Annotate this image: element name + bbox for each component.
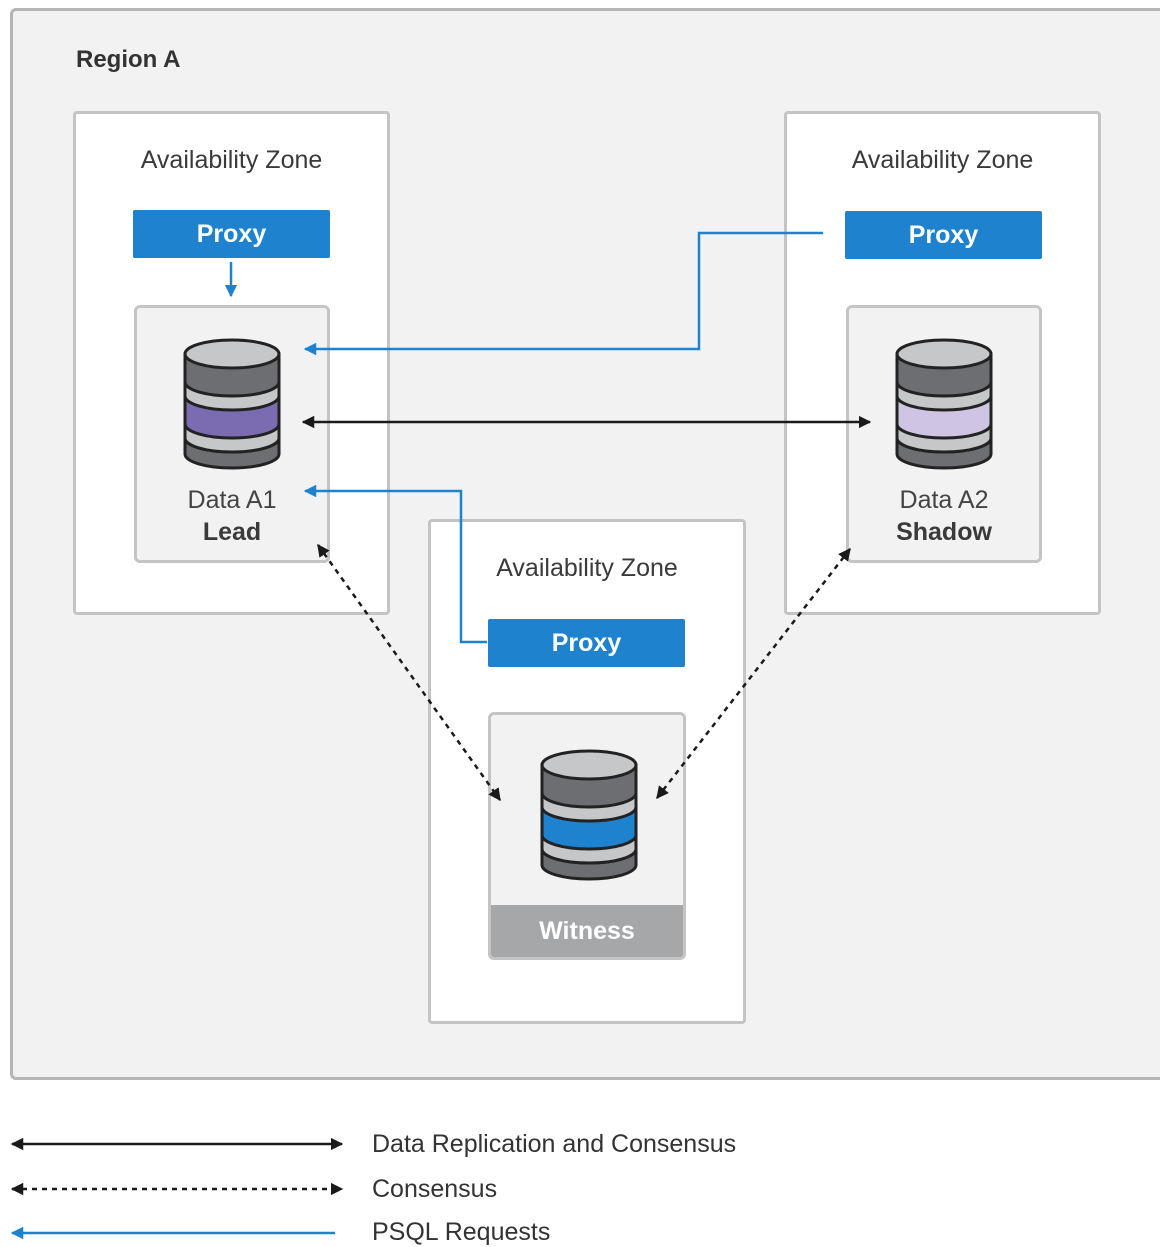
proxy-box[interactable]: Proxy <box>488 619 685 667</box>
availability-zone-title: Availability Zone <box>140 146 323 174</box>
node-name: Data A2 <box>899 486 989 514</box>
availability-zone-title: Availability Zone <box>496 554 678 582</box>
witness-node[interactable]: Witness <box>488 712 686 960</box>
legend-consensus-label: Consensus <box>372 1175 498 1203</box>
availability-zone-left: Availability Zone Proxy Data A1 Lead <box>73 111 390 615</box>
database-icon <box>183 338 281 470</box>
data-node-shadow[interactable]: Data A2 Shadow <box>846 305 1042 563</box>
legend-psql-label: PSQL Requests <box>372 1218 551 1246</box>
availability-zone-title: Availability Zone <box>851 146 1034 174</box>
node-name: Data A1 <box>187 486 277 514</box>
node-role: Shadow <box>896 518 992 546</box>
node-role: Lead <box>202 518 262 546</box>
database-icon <box>895 338 993 470</box>
availability-zone-bottom: Availability Zone Proxy Witness <box>428 519 746 1024</box>
witness-label: Witness <box>491 905 683 957</box>
availability-zone-right: Availability Zone Proxy Data A2 Shadow <box>784 111 1101 615</box>
data-node-lead[interactable]: Data A1 Lead <box>134 305 330 563</box>
legend-replication-label: Data Replication and Consensus <box>372 1130 737 1158</box>
region-title: Region A <box>76 46 181 73</box>
database-icon <box>540 749 638 881</box>
proxy-box[interactable]: Proxy <box>133 210 330 258</box>
proxy-box[interactable]: Proxy <box>845 211 1042 259</box>
